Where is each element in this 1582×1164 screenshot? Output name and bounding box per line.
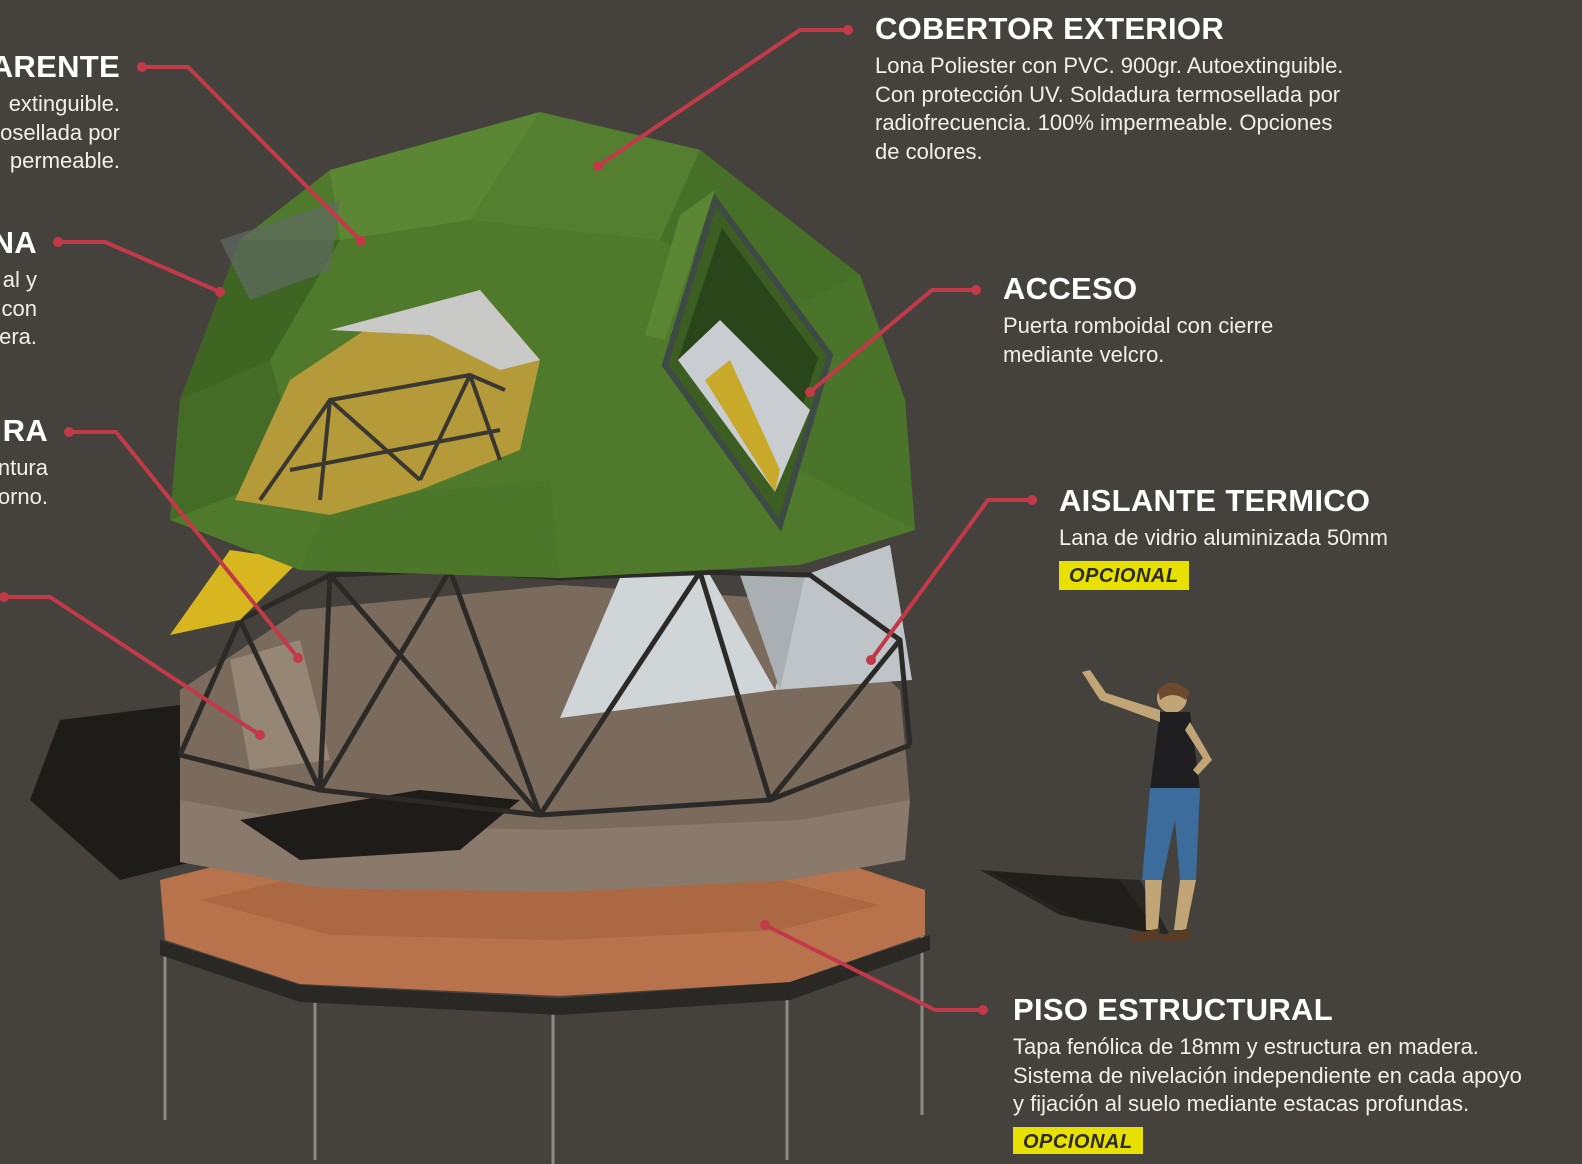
person-figure [990, 670, 1212, 942]
callout-title: AISLANTE TERMICO [1059, 483, 1371, 518]
callout-acceso: ACCESO Puerta romboidal con cierre media… [1003, 271, 1274, 369]
leader-lines [4, 28, 1032, 1012]
leader-acceso [808, 288, 976, 394]
callout-desc: Puerta romboidal con cierre mediante vel… [1003, 313, 1274, 367]
leader-left1 [142, 65, 363, 243]
leader-left4 [4, 595, 262, 737]
support-legs [163, 930, 924, 1164]
access-door [645, 190, 834, 532]
callout-cobertor: COBERTOR EXTERIOR Lona Poliester con PVC… [875, 11, 1344, 166]
callout-desc: al y con era. [0, 267, 37, 350]
callout-title: PISO ESTRUCTURAL [1013, 992, 1333, 1027]
callout-desc: Lana de vidrio aluminizada 50mm [1059, 525, 1388, 551]
leader-cobertor [596, 28, 848, 168]
leader-dots [0, 25, 1037, 1015]
leader-left3 [69, 430, 300, 660]
callout-desc: Tapa fenólica de 18mm y estructura en ma… [1013, 1034, 1522, 1117]
transparent-window [235, 290, 540, 515]
callout-title: NA [0, 225, 37, 260]
callout-desc: extinguible. osellada por permeable. [0, 91, 120, 174]
callout-title: ACCESO [1003, 271, 1138, 306]
optional-badge: OPCIONAL [1013, 1126, 1143, 1154]
inner-lining [170, 550, 300, 635]
leader-piso [764, 923, 983, 1012]
leader-aislante [869, 498, 1032, 662]
callout-title: ARENTE [0, 49, 120, 84]
callout-piso: PISO ESTRUCTURAL Tapa fenólica de 18mm y… [1013, 992, 1522, 1159]
optional-badge: OPCIONAL [1059, 560, 1189, 590]
callout-left-3: RA ntura orno. [0, 413, 48, 511]
callout-aislante: AISLANTE TERMICO Lana de vidrio aluminiz… [1059, 483, 1388, 590]
callout-left-2: NA al y con era. [0, 225, 37, 352]
callout-desc: Lona Poliester con PVC. 900gr. Autoextin… [875, 53, 1344, 164]
leader-left2 [58, 240, 221, 294]
callout-title: RA [2, 413, 48, 448]
callout-desc: ntura orno. [0, 455, 48, 509]
callout-left-1: ARENTE extinguible. osellada por permeab… [0, 49, 120, 176]
callout-title: COBERTOR EXTERIOR [875, 11, 1225, 46]
